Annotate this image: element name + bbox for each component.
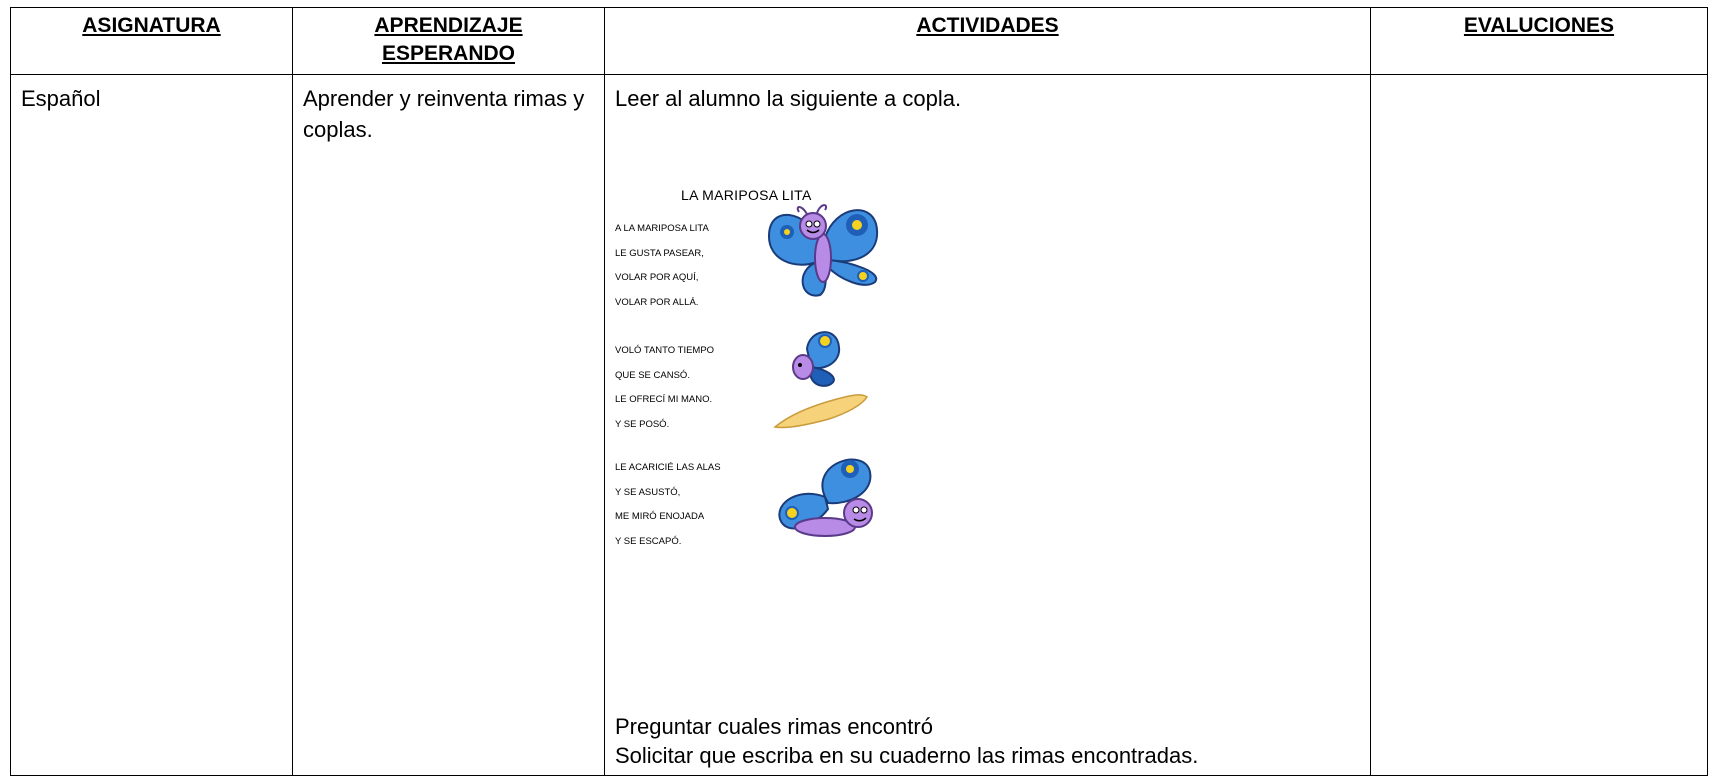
poem-line: VOLÓ TANTO TIEMPO (615, 345, 715, 356)
poem-line: Y SE ASUSTÓ, (615, 486, 681, 498)
cell-subject: Español (10, 74, 293, 776)
cell-learning: Aprender y reinventa rimas y coplas. (292, 74, 605, 776)
cell-evaluations (1370, 74, 1708, 776)
poem-line: A LA MARIPOSA LITA (615, 223, 709, 234)
header-activities: ACTIVIDADES (604, 7, 1371, 75)
header-evaluations: EVALUCIONES (1370, 7, 1708, 75)
poem-stanza-1: A LA MARIPOSA LITA LE GUSTA PASEAR, VOLA… (615, 217, 709, 315)
butterfly-flying-illustration (778, 458, 873, 537)
poem-line: VOLAR POR ALLÁ. (615, 296, 699, 308)
poem-line: Y SE POSÓ. (615, 418, 670, 430)
poem-line: ME MIRÓ ENOJADA (615, 511, 705, 522)
table-row: Español Aprender y reinventa rimas y cop… (10, 74, 1708, 776)
butterfly-illustration (767, 204, 879, 297)
activity-intro: Leer al alumno la siguiente a copla. (615, 86, 962, 111)
butterfly-on-hand-illustration (773, 331, 868, 429)
poem-line: LE ACARICIÉ LAS ALAS (615, 462, 721, 473)
poem-stanza-2: VOLÓ TANTO TIEMPO QUE SE CANSÓ. LE OFREC… (615, 339, 714, 437)
poem-illustration: LA MARIPOSA LITA A LA MARIPOSA LITA LE G… (615, 187, 895, 587)
poem-line: LE OFRECÍ MI MANO. (615, 394, 713, 405)
activity-question: Preguntar cuales rimas encontró (615, 714, 933, 739)
poem-line: QUE SE CANSÓ. (615, 369, 690, 381)
header-subject: ASIGNATURA (10, 7, 293, 75)
activity-instructions: Preguntar cuales rimas encontró Solicita… (615, 712, 1198, 770)
cell-activities: Leer al alumno la siguiente a copla. LA … (604, 74, 1371, 776)
poem-stanza-3: LE ACARICIÉ LAS ALAS Y SE ASUSTÓ, ME MIR… (615, 456, 721, 554)
poem-line: VOLAR POR AQUÍ, (615, 272, 699, 283)
poem-line: LE GUSTA PASEAR, (615, 247, 704, 259)
activity-task: Solicitar que escriba en su cuaderno las… (615, 743, 1199, 768)
poem-title: LA MARIPOSA LITA (681, 187, 812, 203)
poem-line: Y SE ESCAPÓ. (615, 535, 682, 547)
